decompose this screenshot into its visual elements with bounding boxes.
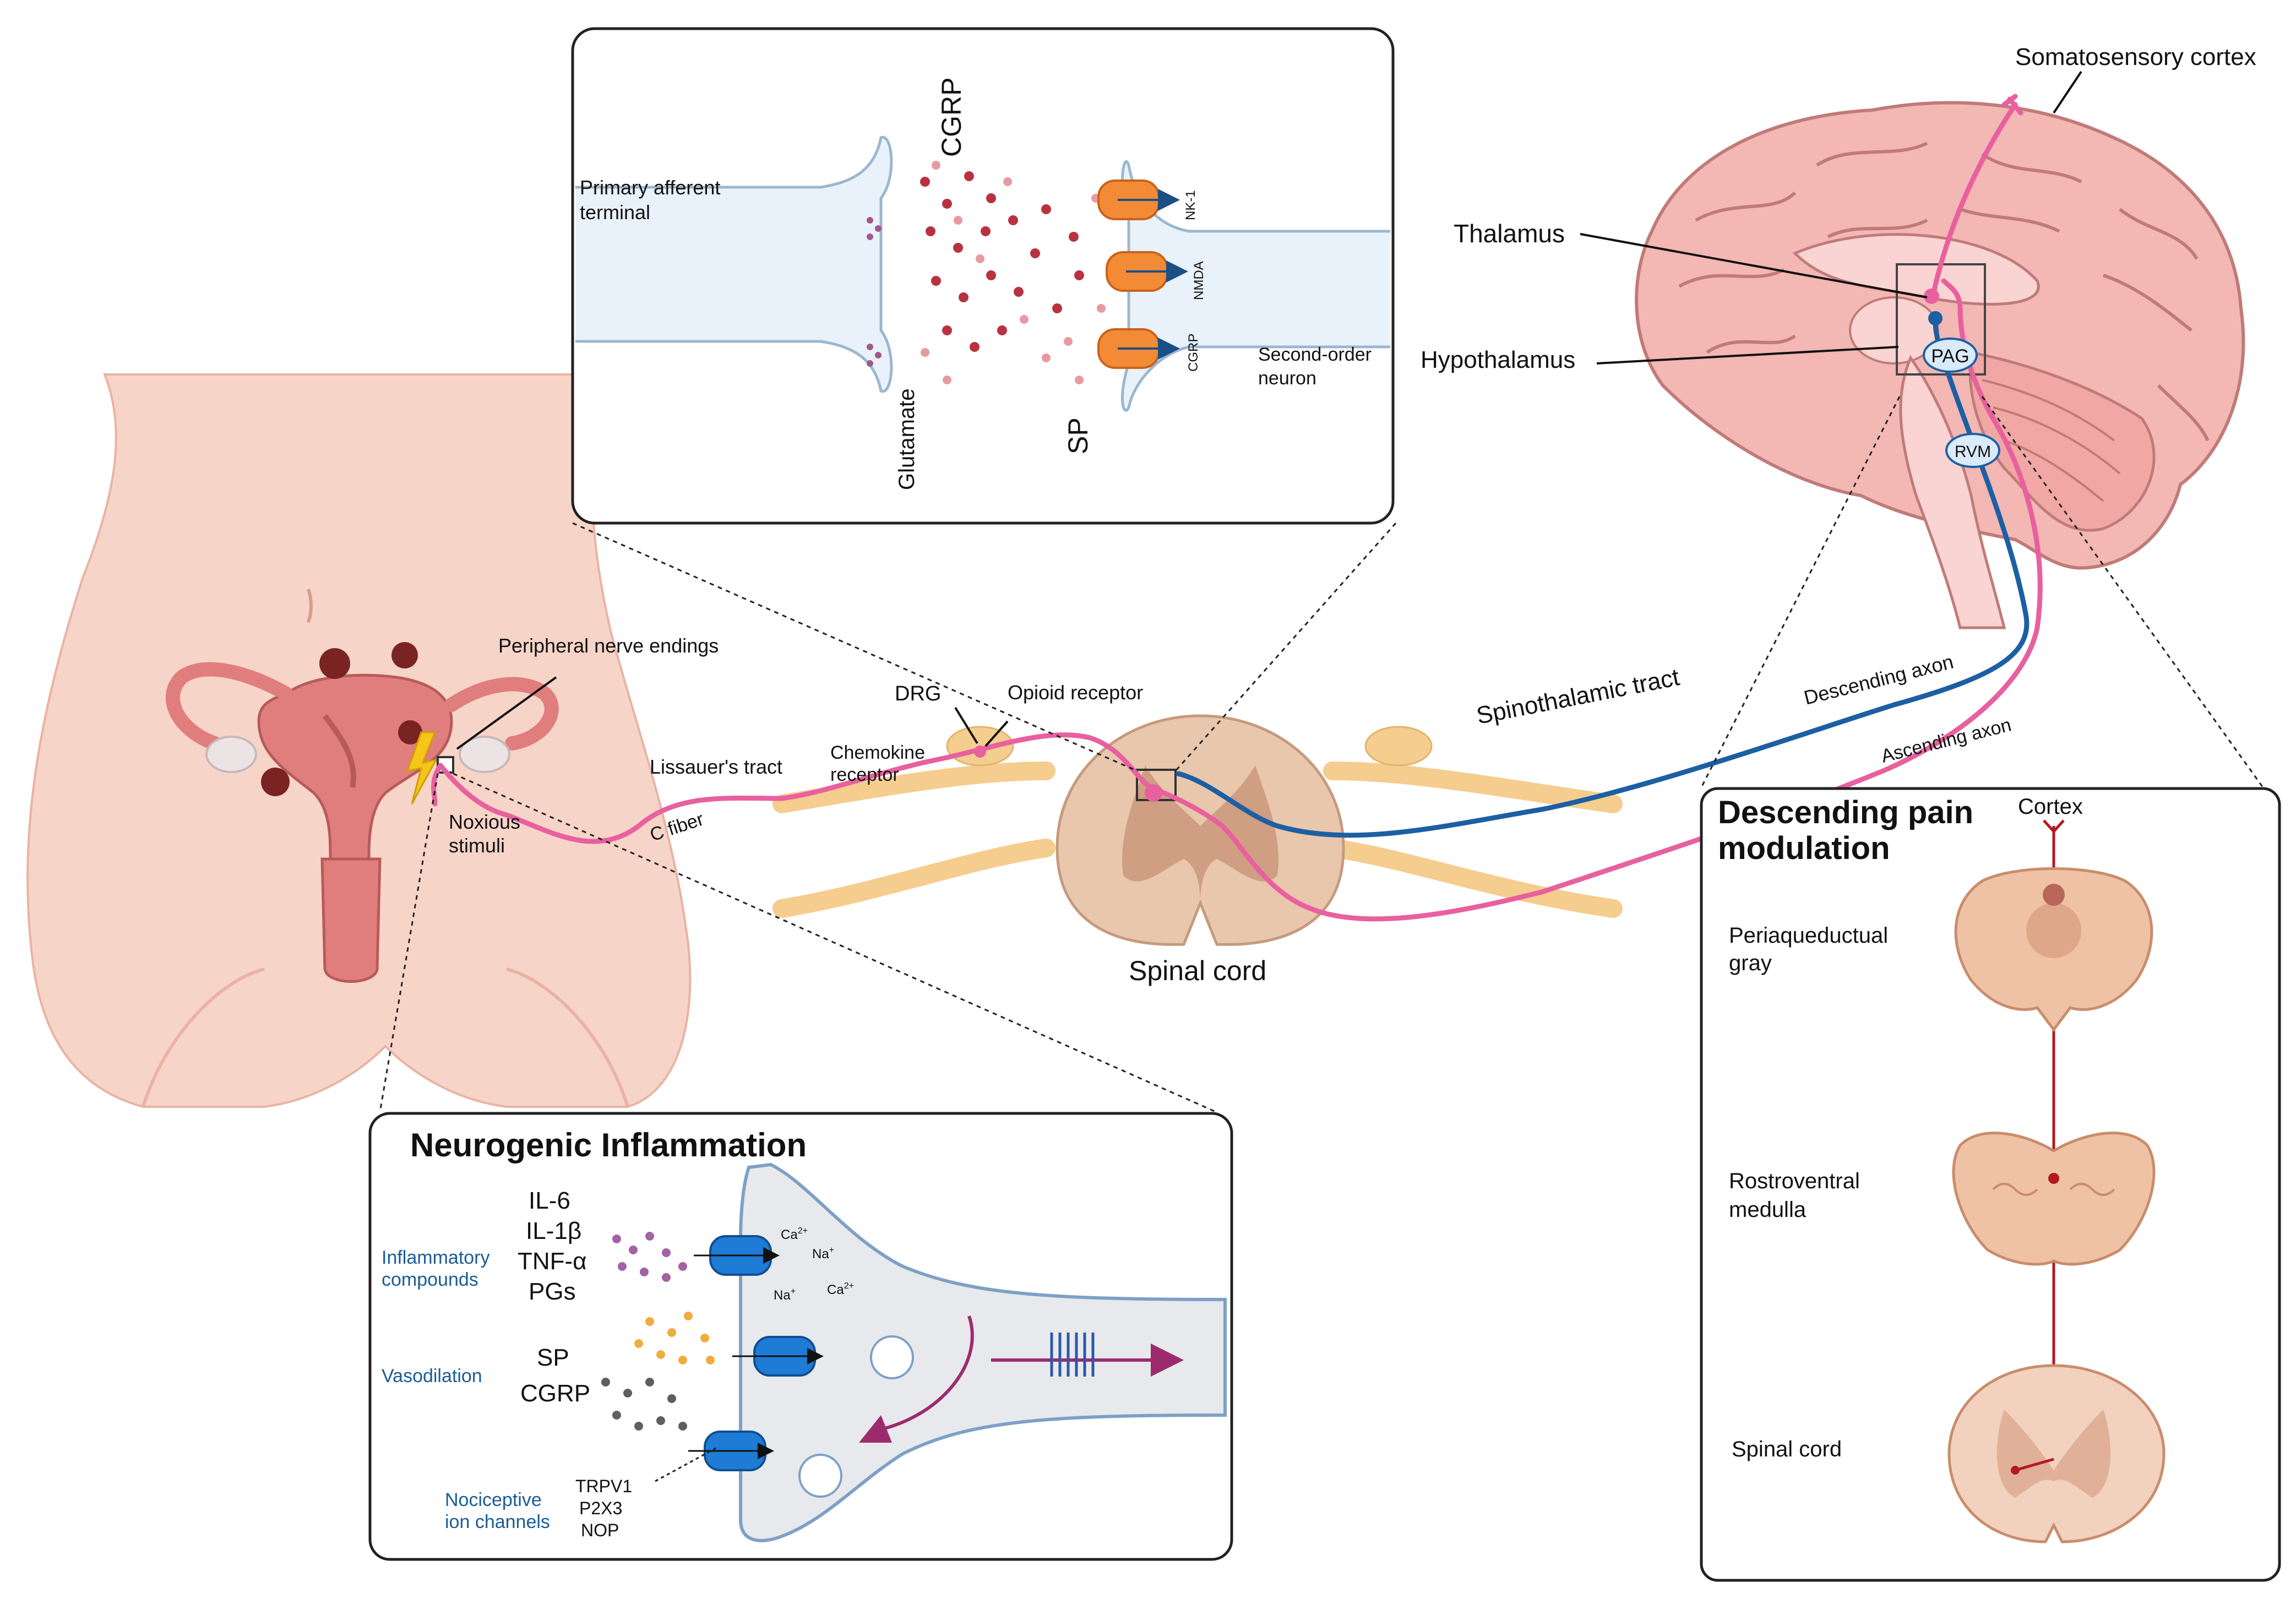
rvm-label: RVM [1955, 443, 1991, 461]
label-cgrp: CGRP [520, 1380, 590, 1407]
label-rvm-2: medulla [1729, 1198, 1807, 1222]
label-second-order-2: neuron [1258, 368, 1316, 389]
label-il6: IL-6 [529, 1187, 570, 1214]
label-tnfa: TNF-α [518, 1248, 587, 1275]
label-nociceptive-1: Nociceptive [445, 1489, 542, 1510]
lesion [398, 720, 422, 744]
label-sp: SP [1063, 417, 1093, 454]
label-noxious-1: Noxious [449, 811, 520, 833]
inflammation-panel [368, 1112, 1233, 1561]
label-vasodilation: Vasodilation [382, 1366, 482, 1386]
synapse-panel [571, 27, 1395, 525]
neurotransmitters [920, 171, 1084, 352]
label-cortex: Cortex [2018, 795, 2083, 819]
label-ca-1: Ca2+ [781, 1226, 808, 1242]
label-drg: DRG [895, 682, 941, 705]
label-inflammatory-2: compounds [382, 1269, 478, 1290]
label-chemokine-2: receptor [830, 764, 899, 785]
drg-node [974, 746, 986, 758]
label-thalamus: Thalamus [1454, 219, 1565, 248]
pag-node [1923, 338, 1978, 373]
descending-title-2: modulation [1718, 830, 1890, 866]
label-spinothalamic: Spinothalamic tract [1475, 664, 1682, 729]
medulla-section [1952, 1132, 2156, 1266]
label-rvm-1: Rostroventral [1729, 1169, 1860, 1193]
label-primary-afferent-1: Primary afferent [580, 176, 720, 199]
label-ascending-axon: Ascending axon [1879, 714, 2014, 766]
spinal-nerves [772, 726, 1623, 918]
label-spinal: Spinal cord [1732, 1437, 1842, 1461]
label-trpv1: TRPV1 [575, 1476, 632, 1496]
label-pag-1: Periaqueductual [1729, 923, 1888, 948]
spinal-section [1947, 1364, 2166, 1543]
label-p2x3: P2X3 [579, 1498, 622, 1518]
pag-label: PAG [1931, 346, 1969, 367]
neurotransmitters-light [921, 161, 1106, 384]
label-ca-2: Ca2+ [827, 1281, 854, 1297]
label-opioid: Opioid receptor [1008, 681, 1143, 704]
label-chemokine-1: Chemokine [830, 742, 925, 763]
rvm-node [1945, 433, 2000, 468]
label-cgrp-receptor: CGRP [1186, 334, 1201, 372]
label-second-order-1: Second-order [1258, 344, 1372, 365]
label-na-2: Na+ [774, 1287, 796, 1303]
ovary-right [459, 736, 510, 773]
inflammation-title: Neurogenic Inflammation [410, 1127, 807, 1163]
label-il1b: IL-1β [526, 1217, 581, 1244]
descending-title-1: Descending pain [1718, 795, 1973, 830]
label-peripheral: Peripheral nerve endings [498, 634, 719, 657]
leader-lines [456, 70, 2082, 750]
ovary-left [205, 736, 257, 773]
label-na-1: Na+ [812, 1246, 834, 1262]
label-spinal-cord: Spinal cord [1129, 955, 1266, 986]
label-hypothalamus: Hypothalamus [1421, 346, 1575, 373]
lesion [261, 768, 290, 796]
label-noxious-2: stimuli [449, 834, 505, 857]
label-nmda: NMDA [1191, 261, 1206, 300]
label-cgrp: CGRP [936, 78, 967, 157]
descending-panel [1700, 787, 2281, 1582]
label-nociceptive-2: ion channels [445, 1511, 550, 1532]
zoom-lines [379, 396, 2264, 1113]
receptors [1097, 180, 1168, 369]
lesion [391, 642, 418, 668]
label-pgs: PGs [529, 1278, 576, 1305]
label-inflammatory-1: Inflammatory [382, 1247, 490, 1268]
label-descending-axon: Descending axon [1802, 650, 1956, 709]
midbrain-section [1954, 867, 2153, 1032]
label-nop: NOP [581, 1520, 619, 1540]
thalamus-node [1924, 289, 1939, 304]
label-pag-2: gray [1729, 951, 1772, 975]
label-nk1: NK-1 [1183, 190, 1198, 220]
label-lissauer: Lissauer's tract [650, 755, 782, 778]
label-somatosensory: Somatosensory cortex [2015, 44, 2256, 70]
hypothalamus-node [1928, 311, 1943, 325]
lesion [319, 648, 350, 679]
lightning-icon [406, 731, 438, 804]
label-glutamate: Glutamate [895, 388, 919, 490]
label-primary-afferent-2: terminal [580, 201, 650, 224]
nociceptor-terminal [739, 1162, 1227, 1542]
uterus [165, 642, 559, 983]
label-sp: SP [537, 1344, 569, 1371]
